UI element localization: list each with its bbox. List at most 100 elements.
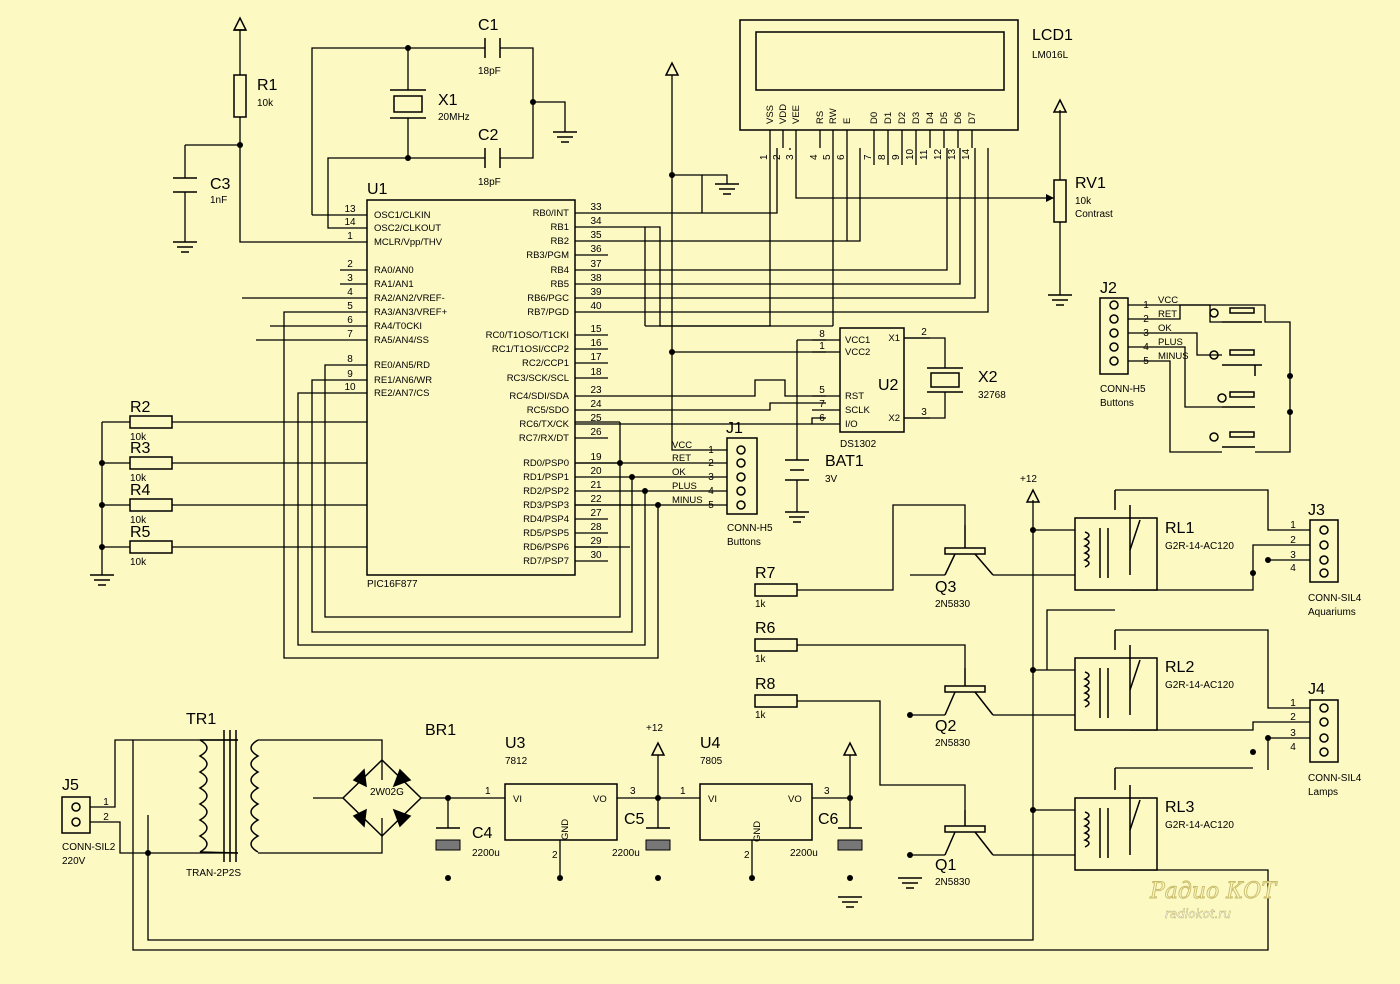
r7-body [754, 583, 798, 597]
u2-pin-name: VCC1 [845, 335, 870, 346]
u1-pin-number: 9 [347, 369, 353, 380]
tr1-part: TRAN-2P2S [186, 868, 241, 879]
j1-pin-number: 4 [708, 486, 714, 497]
u1-pin-name: RC2/CCP1 [522, 358, 569, 369]
v12-label: +12 [1020, 474, 1037, 485]
lcd1-part: LM016L [1032, 50, 1069, 61]
j5-part: CONN-SIL2 [62, 842, 116, 853]
lcd-pin-number: 10 [905, 148, 916, 160]
pin-socket-icon [1319, 568, 1329, 578]
ground-icon [553, 131, 577, 143]
rv1-value: 10k [1075, 196, 1092, 207]
pushbutton-icon [1209, 431, 1255, 448]
rv1-body [1053, 179, 1067, 223]
r8-body [754, 694, 798, 708]
vcc-arrow-icon [664, 61, 680, 76]
pin-socket-icon [1319, 540, 1329, 550]
pin-socket-icon [71, 817, 81, 827]
c4-ref: C4 [472, 825, 493, 842]
j1-net-label: VCC [672, 440, 692, 451]
q3-transistor [944, 525, 994, 576]
u1-pin-number: 29 [590, 536, 602, 547]
br1-bridge [341, 758, 423, 838]
u1-pin-number: 13 [344, 204, 356, 215]
r6-ref: R6 [755, 620, 776, 637]
j3-ref: J3 [1308, 502, 1325, 519]
pushbuttons [1209, 307, 1262, 448]
u1-pin-number: 30 [590, 550, 602, 561]
connectors: J1 CONN-H5 Buttons 1VCC2RET3OK4PLUS5MINU… [61, 280, 1362, 867]
j5-pins: 12 [71, 797, 109, 827]
pin-socket-icon [1109, 314, 1119, 324]
u1-pin-name: RB7/PGD [527, 307, 569, 318]
lcd-pin-number: 11 [919, 149, 930, 160]
u1-pin-number: 2 [347, 259, 353, 270]
u1-pin-number: 21 [590, 480, 602, 491]
c6-value: 2200u [790, 848, 818, 859]
lcd-pin-name: E [842, 118, 853, 124]
pin-socket-icon [71, 802, 81, 812]
u1-microcontroller: U1 PIC16F877 13OSC1/CLKIN14OSC2/CLKOUT1M… [340, 181, 608, 590]
c2-value: 18pF [478, 177, 501, 188]
u1-pin-name: RB3/PGM [526, 250, 569, 261]
j2-pin-number: 3 [1143, 328, 1149, 339]
j3-pin-number: 3 [1290, 550, 1296, 561]
r5-body [129, 540, 173, 554]
lcd-pin-number: 3 [785, 154, 796, 160]
u1-pin-number: 22 [590, 494, 602, 505]
c5-ref: C5 [624, 811, 645, 828]
lcd-pin-number: 12 [933, 148, 944, 160]
vcc-arrow-icon [1025, 488, 1041, 503]
pin-socket-icon [736, 458, 746, 468]
vcc-arrow-icon [650, 741, 666, 756]
j3-part: CONN-SIL4 [1308, 593, 1362, 604]
pushbutton-icon [1217, 391, 1255, 408]
u2-part: DS1302 [840, 439, 877, 450]
u1-pin-name: RD1/PSP1 [523, 472, 569, 483]
rl3-ref: RL3 [1165, 799, 1194, 816]
u3-gnd: GND [560, 819, 571, 840]
u1-pin-name: RB0/INT [533, 208, 570, 219]
j4-pin-number: 1 [1290, 698, 1296, 709]
u1-pin-name: RE1/AN6/WR [374, 375, 432, 386]
vcc-arrow-icon [232, 16, 248, 31]
lcd-pin-number: 1 [759, 154, 770, 160]
q3-part: 2N5830 [935, 599, 970, 610]
capacitors: C1 18pF C2 18pF C3 1nF X1 20MHz X2 32768… [173, 17, 1006, 859]
u1-pin-number: 3 [347, 273, 353, 284]
pin-socket-icon [736, 472, 746, 482]
rl3-relay [1074, 768, 1158, 871]
lcd1-display: LCD1 LM016L VSS1VDD2VEE3RS4RW5E6D07D18D2… [739, 19, 1073, 160]
watermark-logo: Радио КОТ [1149, 879, 1278, 904]
r6-value: 1k [755, 654, 767, 665]
u1-pin-name: RE2/AN7/CS [374, 388, 429, 399]
q2-ref: Q2 [935, 718, 956, 735]
u1-pin-number: 27 [590, 508, 602, 519]
j2-label: Buttons [1100, 398, 1134, 409]
r8-value: 1k [755, 710, 767, 721]
u4-pin3: 3 [824, 786, 830, 797]
q1-part: 2N5830 [935, 877, 970, 888]
pin-socket-icon [1319, 703, 1329, 713]
j2-pin-number: 1 [1143, 300, 1149, 311]
u3-regulator: U3 7812 VI VO GND 1 2 3 [485, 735, 636, 861]
j3-pin-number: 2 [1290, 535, 1296, 546]
u1-pin-name: RC7/RX/DT [519, 433, 569, 444]
c2-ref: C2 [478, 127, 499, 144]
pin-socket-icon [1319, 717, 1329, 727]
rl2-ref: RL2 [1165, 659, 1194, 676]
watermark-site: radiokot.ru [1165, 907, 1231, 921]
u4-regulator: U4 7805 VI VO GND 1 2 3 [680, 735, 830, 861]
u1-right-pins: 33RB0/INT34RB135RB236RB3/PGM37RB438RB539… [486, 202, 608, 567]
rl2-relay [1074, 630, 1158, 731]
u1-pin-name: RE0/AN5/RD [374, 360, 430, 371]
pushbutton-icon [1209, 349, 1262, 376]
u2-pin-number: 3 [921, 407, 927, 418]
pin-socket-icon [1109, 356, 1119, 366]
u1-pin-number: 7 [347, 329, 353, 340]
j5-pin-number: 2 [103, 812, 109, 823]
r2-value: 10k [130, 432, 147, 443]
u1-pin-name: RB2 [551, 236, 569, 247]
vcc-arrow-icon [842, 741, 858, 756]
